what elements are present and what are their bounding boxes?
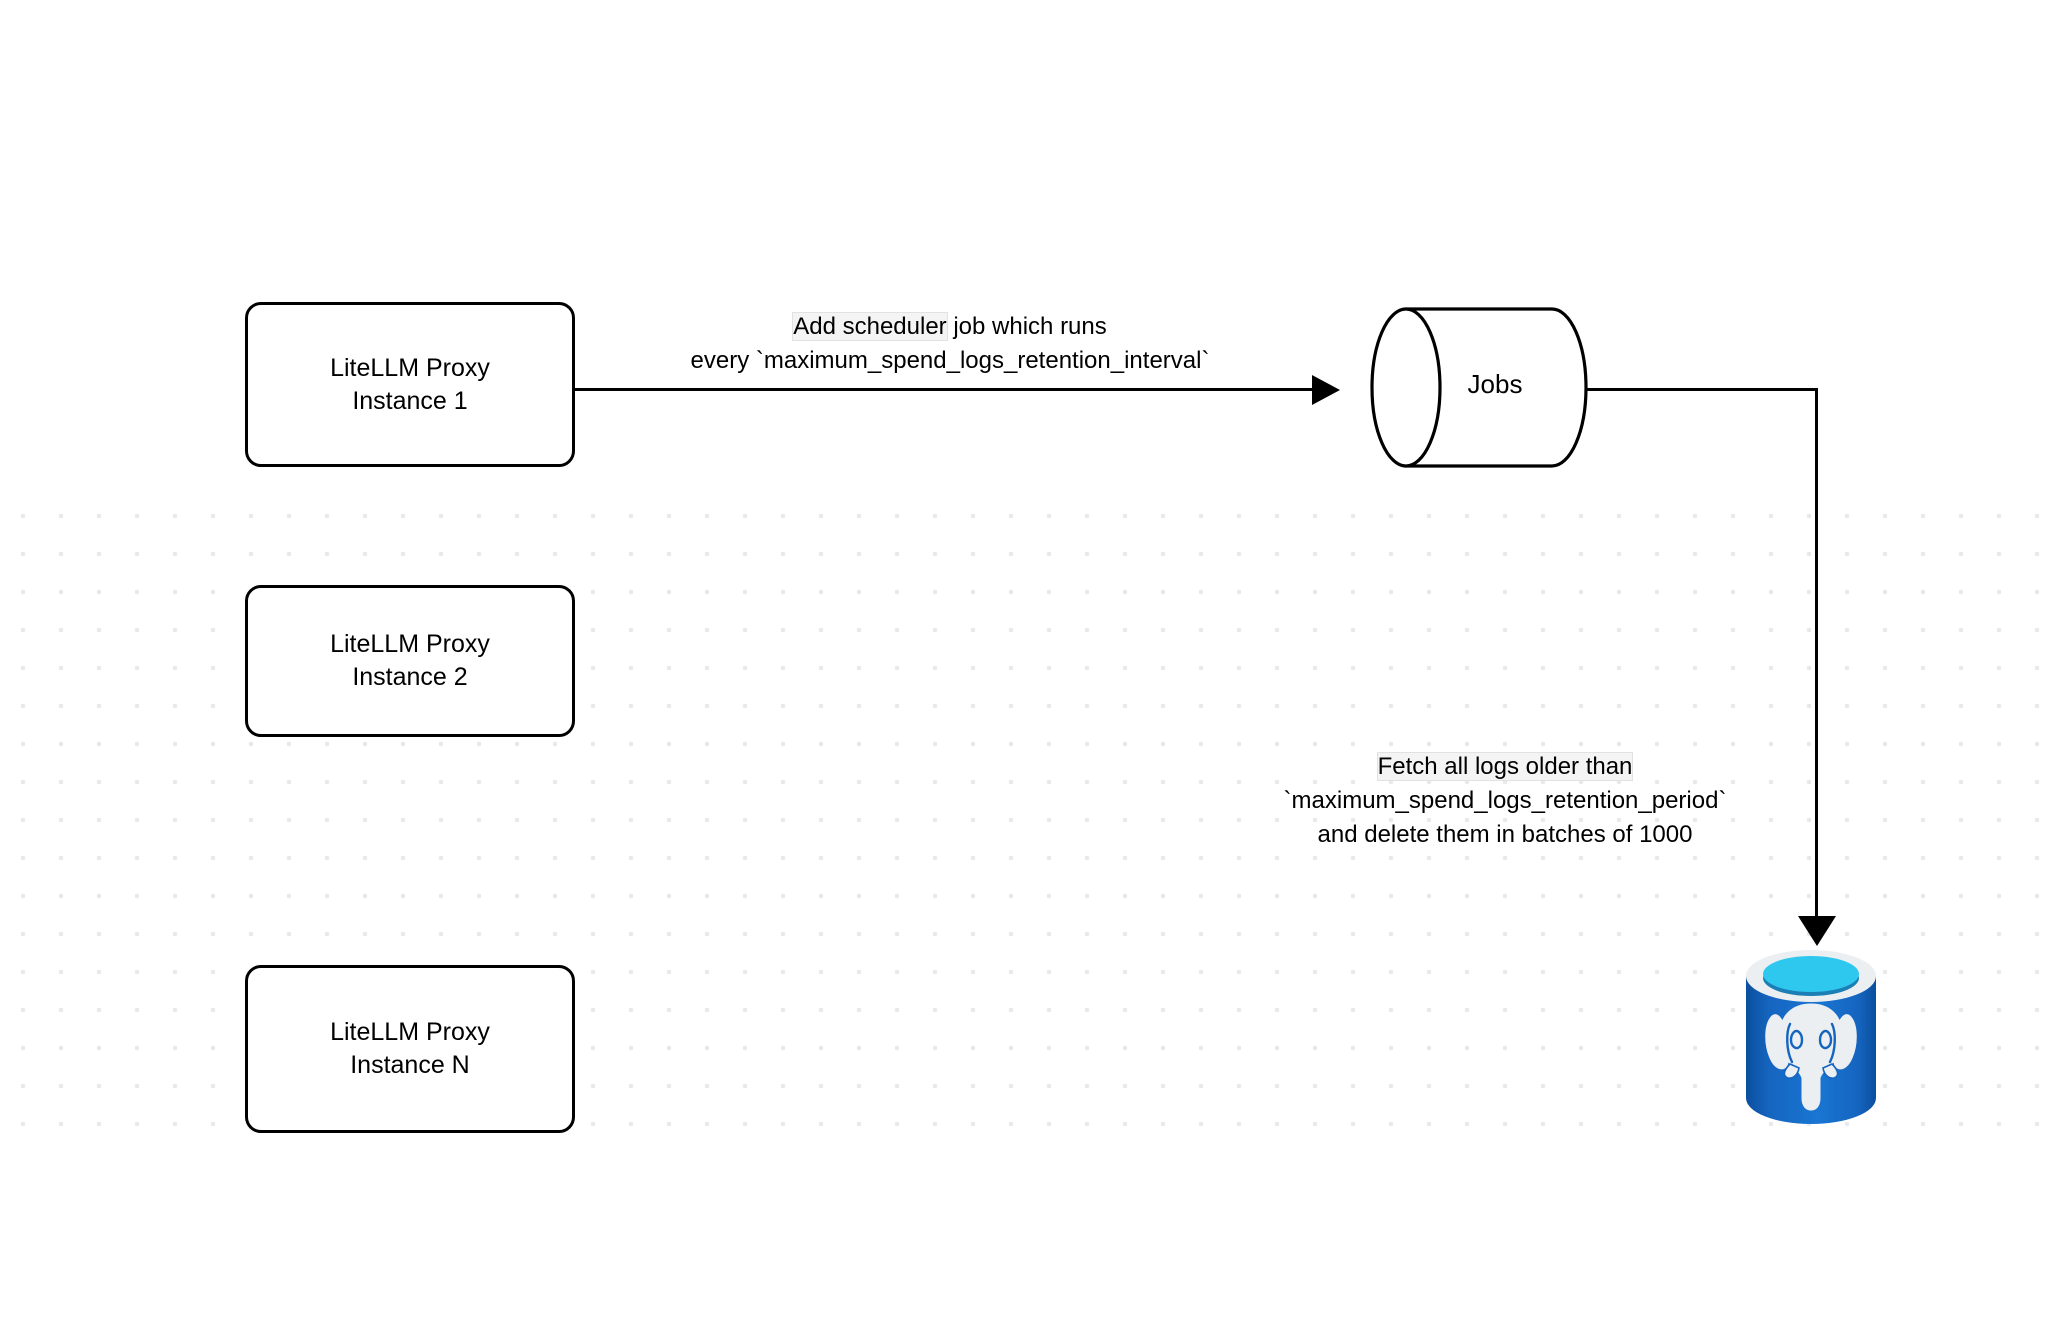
edge-cleanup-vertical-segment (1815, 388, 1818, 924)
node-litellm-proxy-instance-2[interactable]: LiteLLM Proxy Instance 2 (245, 585, 575, 737)
edge-cleanup-label-line1: Fetch all logs older than (1210, 750, 1800, 784)
edge-cleanup-label-line2: `maximum_spend_logs_retention_period` (1283, 787, 1727, 815)
node-label-line2: Instance 2 (352, 663, 468, 691)
edge-cleanup-horizontal-segment (1586, 388, 1818, 391)
node-jobs-queue-label: Jobs (1467, 369, 1523, 399)
node-label-line2: Instance N (350, 1051, 470, 1079)
node-litellm-proxy-instance-n[interactable]: LiteLLM Proxy Instance N (245, 965, 575, 1133)
node-label-line1: LiteLLM Proxy (330, 630, 490, 658)
node-label-line1: LiteLLM Proxy (330, 353, 490, 382)
edge-cleanup-label: Fetch all logs older than `maximum_spend… (1210, 750, 1800, 852)
edge-scheduler-label-line1: Add scheduler job which runs (600, 310, 1300, 344)
postgresql-database-icon (1746, 950, 1876, 1124)
edge-cleanup-arrowhead-icon (1798, 916, 1836, 946)
edge-scheduler-line (574, 388, 1314, 391)
edge-scheduler-label-highlight: Add scheduler (793, 313, 947, 340)
jobs-cylinder-icon (1370, 307, 1588, 468)
edge-scheduler-label: Add scheduler job which runs every `maxi… (600, 310, 1300, 378)
edge-scheduler-arrowhead-icon (1312, 375, 1340, 405)
edge-scheduler-label-line2: every `maximum_spend_logs_retention_inte… (690, 347, 1210, 375)
node-jobs-queue[interactable] (1368, 305, 1590, 470)
node-label-line2: Instance 1 (352, 386, 468, 415)
node-litellm-proxy-instance-1[interactable]: LiteLLM Proxy Instance 1 (245, 302, 575, 467)
node-label-line1: LiteLLM Proxy (330, 1018, 490, 1046)
edge-scheduler-label-rest: job which runs (946, 313, 1107, 340)
edge-cleanup-label-line3: and delete them in batches of 1000 (1317, 821, 1693, 849)
node-postgres-database[interactable] (1742, 946, 1880, 1131)
edge-cleanup-label-highlight: Fetch all logs older than (1377, 753, 1633, 780)
